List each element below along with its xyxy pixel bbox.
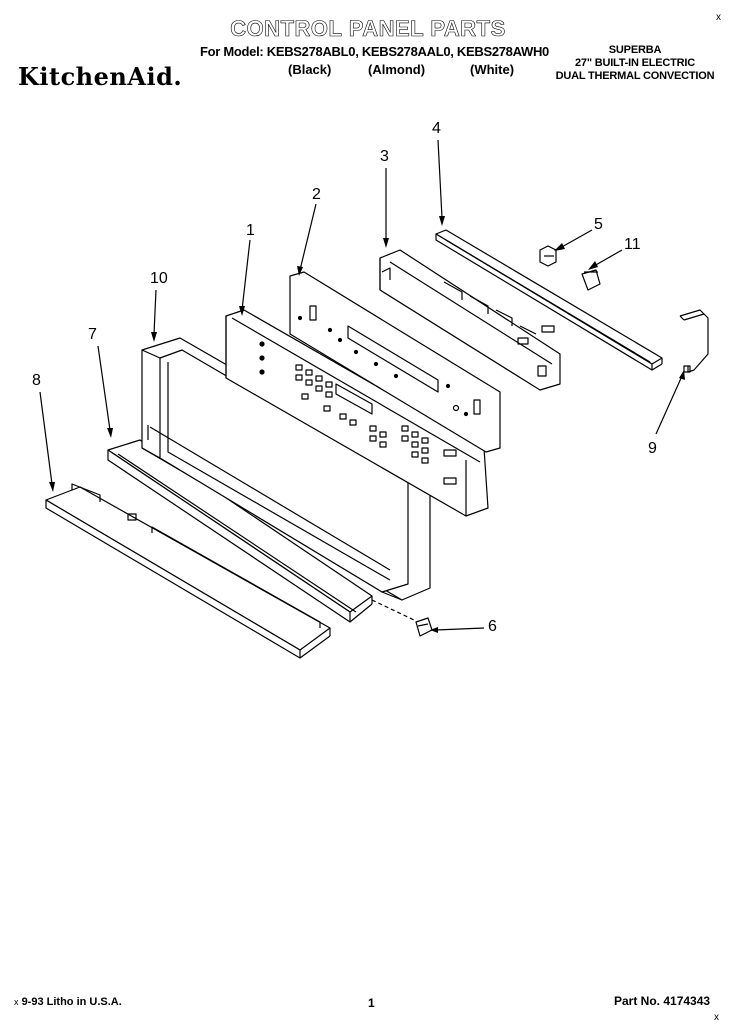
- part-number: Part No. 4174343: [614, 994, 711, 1008]
- callout-11: 11: [624, 236, 641, 253]
- corner-mark: x: [716, 12, 721, 23]
- product-name: 27" BUILT-IN ELECTRIC: [575, 57, 695, 69]
- leader-lines: [39, 139, 685, 633]
- model-numbers: For Model: KEBS278ABL0, KEBS278AAL0, KEB…: [200, 44, 549, 59]
- callout-8: 8: [32, 372, 41, 389]
- footer-mark: x: [14, 997, 19, 1007]
- part-6-clip: [415, 617, 433, 637]
- callout-7: 7: [88, 326, 97, 343]
- color-white-label: (White): [470, 62, 515, 77]
- part-9-hanger: [679, 309, 709, 373]
- callout-6: 6: [488, 618, 497, 635]
- part-3-bracket: [379, 249, 561, 391]
- callout-1: 1: [246, 222, 255, 239]
- guide-line-6: [371, 599, 415, 621]
- callout-9: 9: [648, 440, 657, 457]
- part-1-front-panel: [225, 309, 489, 517]
- part-4-top-rail: [435, 229, 663, 371]
- brand-logo: KitchenAid.: [18, 62, 183, 91]
- litho-note: x 9-93 Litho in U.S.A.: [14, 996, 122, 1008]
- color-almond-label: (Almond): [368, 62, 426, 77]
- page-number: 1: [368, 996, 375, 1010]
- litho-text: 9-93 Litho in U.S.A.: [21, 996, 122, 1008]
- product-description: SUPERBA 27" BUILT-IN ELECTRIC DUAL THERM…: [540, 44, 730, 83]
- callout-4: 4: [432, 120, 441, 137]
- part-10-housing: [141, 337, 431, 601]
- part-11-small-bracket: [581, 269, 601, 291]
- color-black-label: (Black): [288, 62, 332, 77]
- part-7-lower-strip: [107, 439, 373, 623]
- product-type: DUAL THERMAL CONVECTION: [555, 70, 715, 82]
- callout-3: 3: [380, 148, 389, 165]
- callout-5: 5: [594, 216, 603, 233]
- part-2-overlay: [289, 271, 501, 453]
- callout-2: 2: [312, 186, 321, 203]
- part-5-clip: [539, 245, 557, 267]
- page-title: CONTROL PANEL PARTS: [230, 16, 506, 42]
- part-8-trim-strip: [45, 483, 331, 659]
- bottom-corner-mark: x: [714, 1012, 719, 1023]
- series-name: SUPERBA: [608, 44, 662, 56]
- callout-10: 10: [150, 270, 168, 287]
